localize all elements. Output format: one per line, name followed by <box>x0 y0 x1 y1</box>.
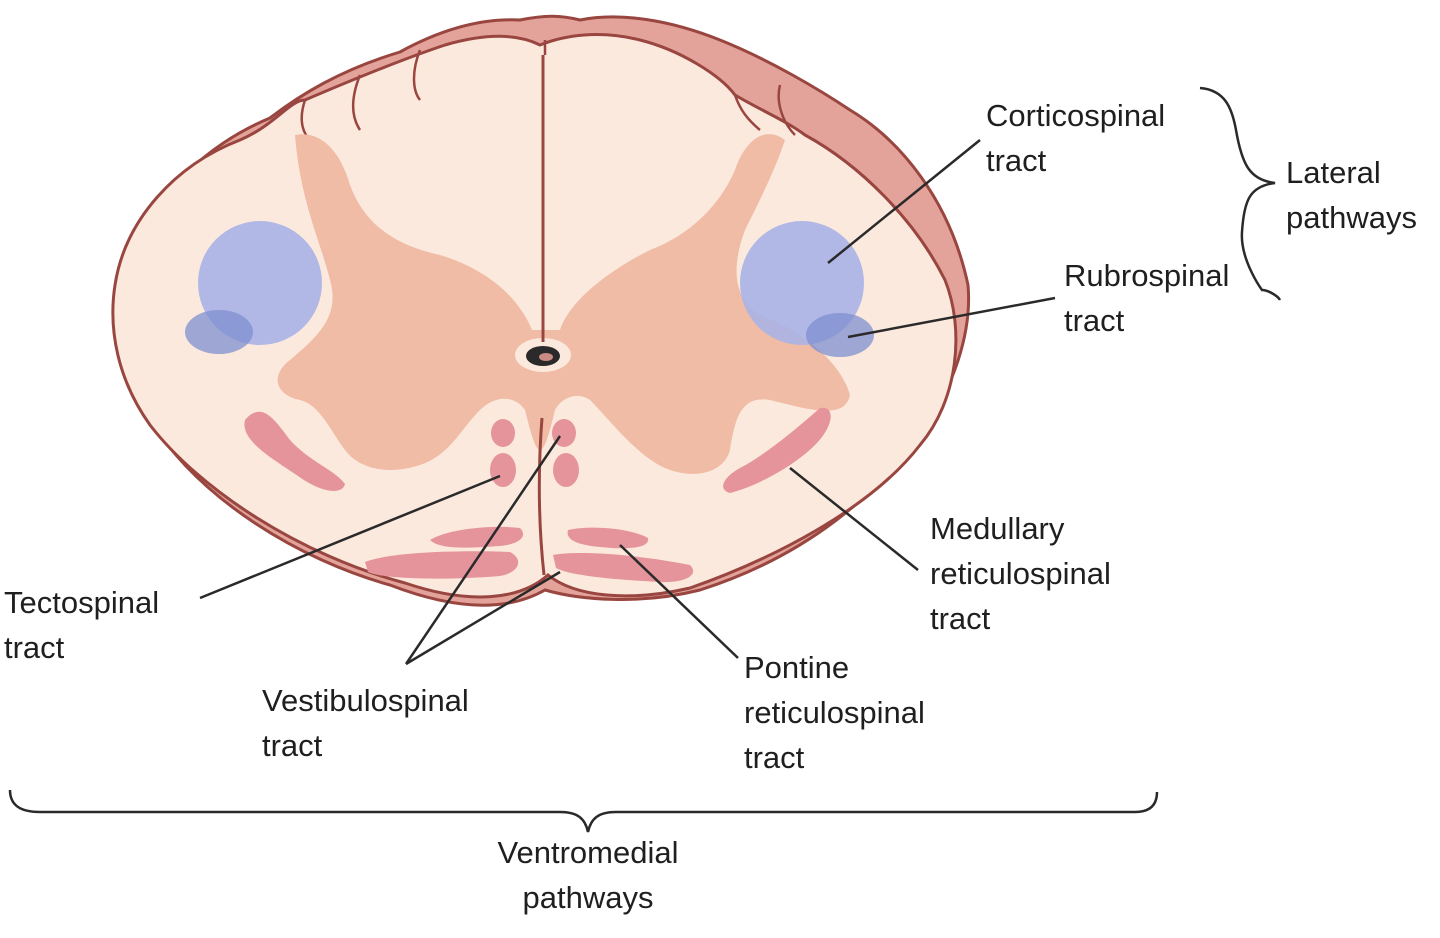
leader-tectospinal <box>199 474 501 600</box>
gray-matter <box>277 134 850 474</box>
label-lateral-pathways: Lateral pathways <box>1286 150 1417 240</box>
leader-vestibulospinal-b <box>405 570 561 666</box>
label-line: pathways <box>1286 200 1417 235</box>
leader-pontine-reticulospinal <box>619 544 739 659</box>
label-corticospinal-tract: Corticospinal tract <box>986 93 1165 183</box>
label-line: tract <box>986 143 1047 178</box>
label-line: tract <box>262 728 323 763</box>
rubrospinal-tract-right <box>806 313 874 357</box>
vestibulospinal-tract-left <box>490 453 516 487</box>
pontine-reticulospinal-tract-left-lower <box>365 551 519 579</box>
leader-lines <box>8 86 1282 833</box>
pontine-reticulospinal-tract-left-upper <box>430 526 524 548</box>
label-medullary-reticulospinal-tract: Medullary reticulospinal tract <box>930 506 1111 641</box>
label-line: pathways <box>522 880 654 915</box>
label-line: Rubrospinal <box>1064 258 1230 293</box>
ventromedial-pathways-brace <box>8 789 1159 833</box>
lateral-pathways-brace <box>1199 86 1282 301</box>
leader-medullary-reticulospinal <box>789 467 919 571</box>
label-tectospinal-tract: Tectospinal tract <box>4 580 159 670</box>
label-vestibulospinal-tract: Vestibulospinal tract <box>262 678 469 768</box>
rim-ridge-lines <box>300 40 796 141</box>
vestibulospinal-tract-right <box>553 453 579 487</box>
label-line: tract <box>1064 303 1125 338</box>
medullary-reticulospinal-tract-left <box>244 411 345 491</box>
label-ventromedial-pathways: Ventromedial pathways <box>470 830 706 920</box>
label-pontine-reticulospinal-tract: Pontine reticulospinal tract <box>744 645 925 780</box>
label-line: reticulospinal <box>744 695 925 730</box>
tectospinal-tract-left <box>491 419 515 447</box>
label-line: Medullary <box>930 511 1065 546</box>
rubrospinal-tract-left <box>185 310 253 354</box>
label-line: Ventromedial <box>497 835 679 870</box>
label-line: Vestibulospinal <box>262 683 469 718</box>
label-line: tract <box>930 601 991 636</box>
pontine-reticulospinal-tract-right-lower <box>553 553 694 583</box>
medullary-reticulospinal-tract-right <box>723 407 831 493</box>
label-line: Corticospinal <box>986 98 1166 133</box>
label-rubrospinal-tract: Rubrospinal tract <box>1064 253 1229 343</box>
leader-corticospinal <box>827 139 981 264</box>
label-line: Lateral <box>1286 155 1381 190</box>
label-line: Pontine <box>744 650 850 685</box>
label-line: Tectospinal <box>4 585 160 620</box>
pontine-reticulospinal-tract-right-upper <box>567 527 649 549</box>
label-line: tract <box>744 740 805 775</box>
label-line: reticulospinal <box>930 556 1111 591</box>
leader-vestibulospinal-a <box>404 435 562 665</box>
central-canal-lumen <box>539 353 553 361</box>
leader-rubrospinal <box>847 296 1056 339</box>
ventral-median-fissure <box>537 417 546 576</box>
label-line: tract <box>4 630 65 665</box>
